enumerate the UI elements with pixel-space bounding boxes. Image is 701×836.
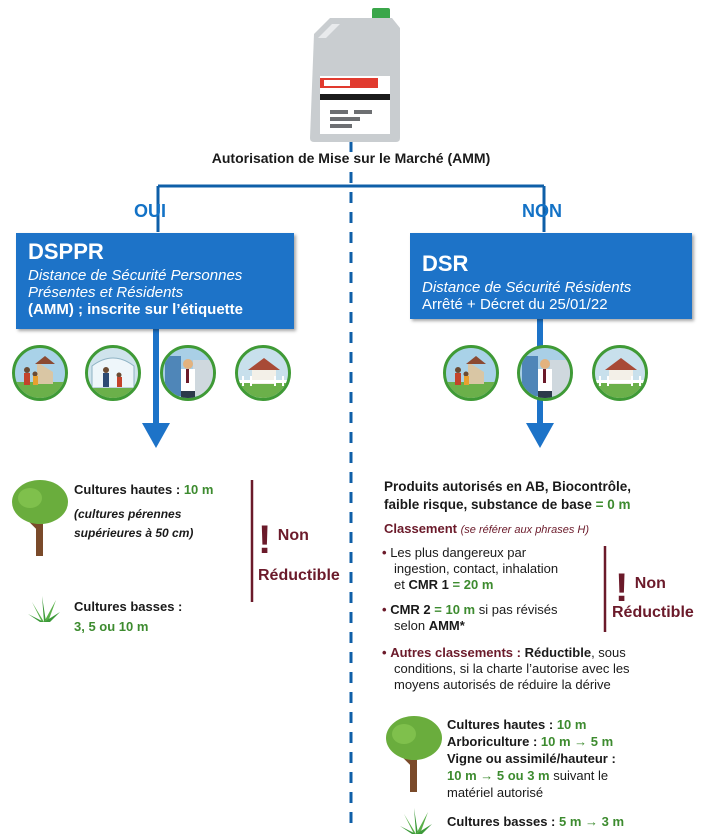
right-intro2-value: = 0 m [595, 497, 631, 512]
right-arbo-label: Arboriculture : [447, 734, 538, 749]
dsppr-line1: Distance de Sécurité Personnes [28, 267, 243, 284]
right-non-reductible: ! Non [615, 568, 666, 608]
left-non-reductible: ! Non [258, 520, 309, 560]
house-fence-icon-right [592, 345, 648, 401]
classement-label: Classement [384, 521, 457, 536]
right-high-line: Cultures hautes : 10 m [447, 716, 586, 733]
dsppr-line3: (AMM) ; inscrite sur l’étiquette [28, 301, 244, 318]
left-low-value: 3, 5 ou 10 m [74, 619, 149, 634]
bullet-cmr2: • CMR 2 = 10 m si pas révisés selon AMM* [382, 602, 558, 633]
grass-icon-right [400, 808, 432, 834]
page-title: Autorisation de Mise sur le Marché (AMM) [211, 150, 491, 166]
b2-a: CMR 2 [390, 602, 431, 617]
left-high-note2: supérieures à 50 cm) [74, 526, 194, 540]
b2-b: = 10 m [434, 602, 476, 617]
b3-l3: moyens autorisés de réduire la dérive [394, 677, 611, 692]
dsppr-line2: Présentes et Résidents [28, 284, 184, 301]
family-house-icon-right [443, 345, 499, 401]
right-arbo-line: Arboriculture : 10 m → 5 m [447, 733, 613, 750]
b3-c: , sous [591, 645, 626, 660]
branch-no-label: NON [522, 201, 562, 221]
resident-building-icon-right [517, 345, 573, 401]
dsr-acronym: DSR [422, 251, 469, 276]
right-nr-line2: Réductible [612, 604, 694, 621]
dsppr-acronym: DSPPR [28, 239, 104, 264]
dsr-line1: Distance de Sécurité Résidents [422, 279, 632, 296]
right-high-label: Cultures hautes : [447, 717, 554, 732]
family-house-icon [12, 345, 68, 401]
classement-heading: Classement (se référer aux phrases H) [384, 521, 589, 536]
resident-building-icon [160, 345, 216, 401]
b1-l3c: = 20 m [452, 577, 494, 592]
tree-icon-right [386, 716, 442, 792]
right-nr-line1: Non [634, 575, 666, 592]
left-high-value: 10 m [183, 482, 214, 497]
b1-l2: ingestion, contact, inhalation [394, 561, 559, 576]
canister-icon [310, 8, 400, 142]
dsppr-box: DSPPR Distance de Sécurité Personnes Pré… [16, 233, 294, 329]
right-vigne-rest: suivant le [553, 768, 609, 783]
left-high-label: Cultures hautes : [74, 482, 181, 497]
b1-l1: Les plus dangereux par [390, 545, 527, 560]
left-high-line: Cultures hautes : 10 m [74, 481, 213, 498]
right-intro2: faible risque, substance de base = 0 m [384, 497, 631, 512]
left-low-label: Cultures basses : [74, 599, 183, 614]
right-intro2-text: faible risque, substance de base [384, 497, 592, 512]
right-intro1: Produits autorisés en AB, Biocontrôle, [384, 479, 632, 494]
b2-c: si pas révisés [478, 602, 558, 617]
dsr-box: DSR Distance de Sécurité Résidents Arrêt… [410, 233, 692, 319]
classement-note: (se référer aux phrases H) [460, 524, 589, 536]
right-low-label: Cultures basses : [447, 814, 556, 829]
tree-icon [12, 480, 68, 556]
b1-l3a: et [394, 577, 405, 592]
right-vigne-line2: 10 m → 5 ou 3 m suivant le [447, 767, 608, 784]
b3-a: Autres classements : [390, 645, 521, 660]
b3-l2: conditions, si la charte l’autorise avec… [394, 661, 630, 676]
right-vigne-label: Vigne ou assimilé/hauteur : [447, 751, 616, 766]
dsr-line2: Arrêté + Décret du 25/01/22 [422, 296, 608, 313]
right-exclamation: ! [615, 566, 629, 610]
b2-l2b: AMM* [428, 618, 465, 633]
grass-icon [28, 596, 60, 622]
b3-b: Réductible [524, 645, 592, 660]
right-arbo-value: 10 m → 5 m [540, 734, 614, 749]
bullet-autres: • Autres classements : Réductible, sous … [382, 645, 630, 692]
left-exclamation: ! [258, 518, 272, 562]
right-high-value: 10 m [556, 717, 587, 732]
branch-yes-label: OUI [134, 201, 167, 221]
right-low-value: 5 m → 3 m [559, 814, 625, 829]
left-nr-line1: Non [277, 527, 309, 544]
b2-l2a: selon [394, 618, 426, 633]
left-nr-line2: Réductible [258, 567, 340, 584]
right-vigne-line3: matériel autorisé [447, 785, 544, 800]
bullet-cmr1: • Les plus dangereux par ingestion, cont… [382, 545, 559, 592]
right-low-line: Cultures basses : 5 m → 3 m [447, 813, 624, 830]
greenhouse-family-icon [85, 345, 141, 401]
left-high-note1: (cultures pérennes [74, 507, 182, 521]
right-vigne-value: 10 m → 5 ou 3 m [447, 768, 550, 783]
b1-l3b: CMR 1 [408, 577, 449, 592]
house-fence-icon [235, 345, 291, 401]
